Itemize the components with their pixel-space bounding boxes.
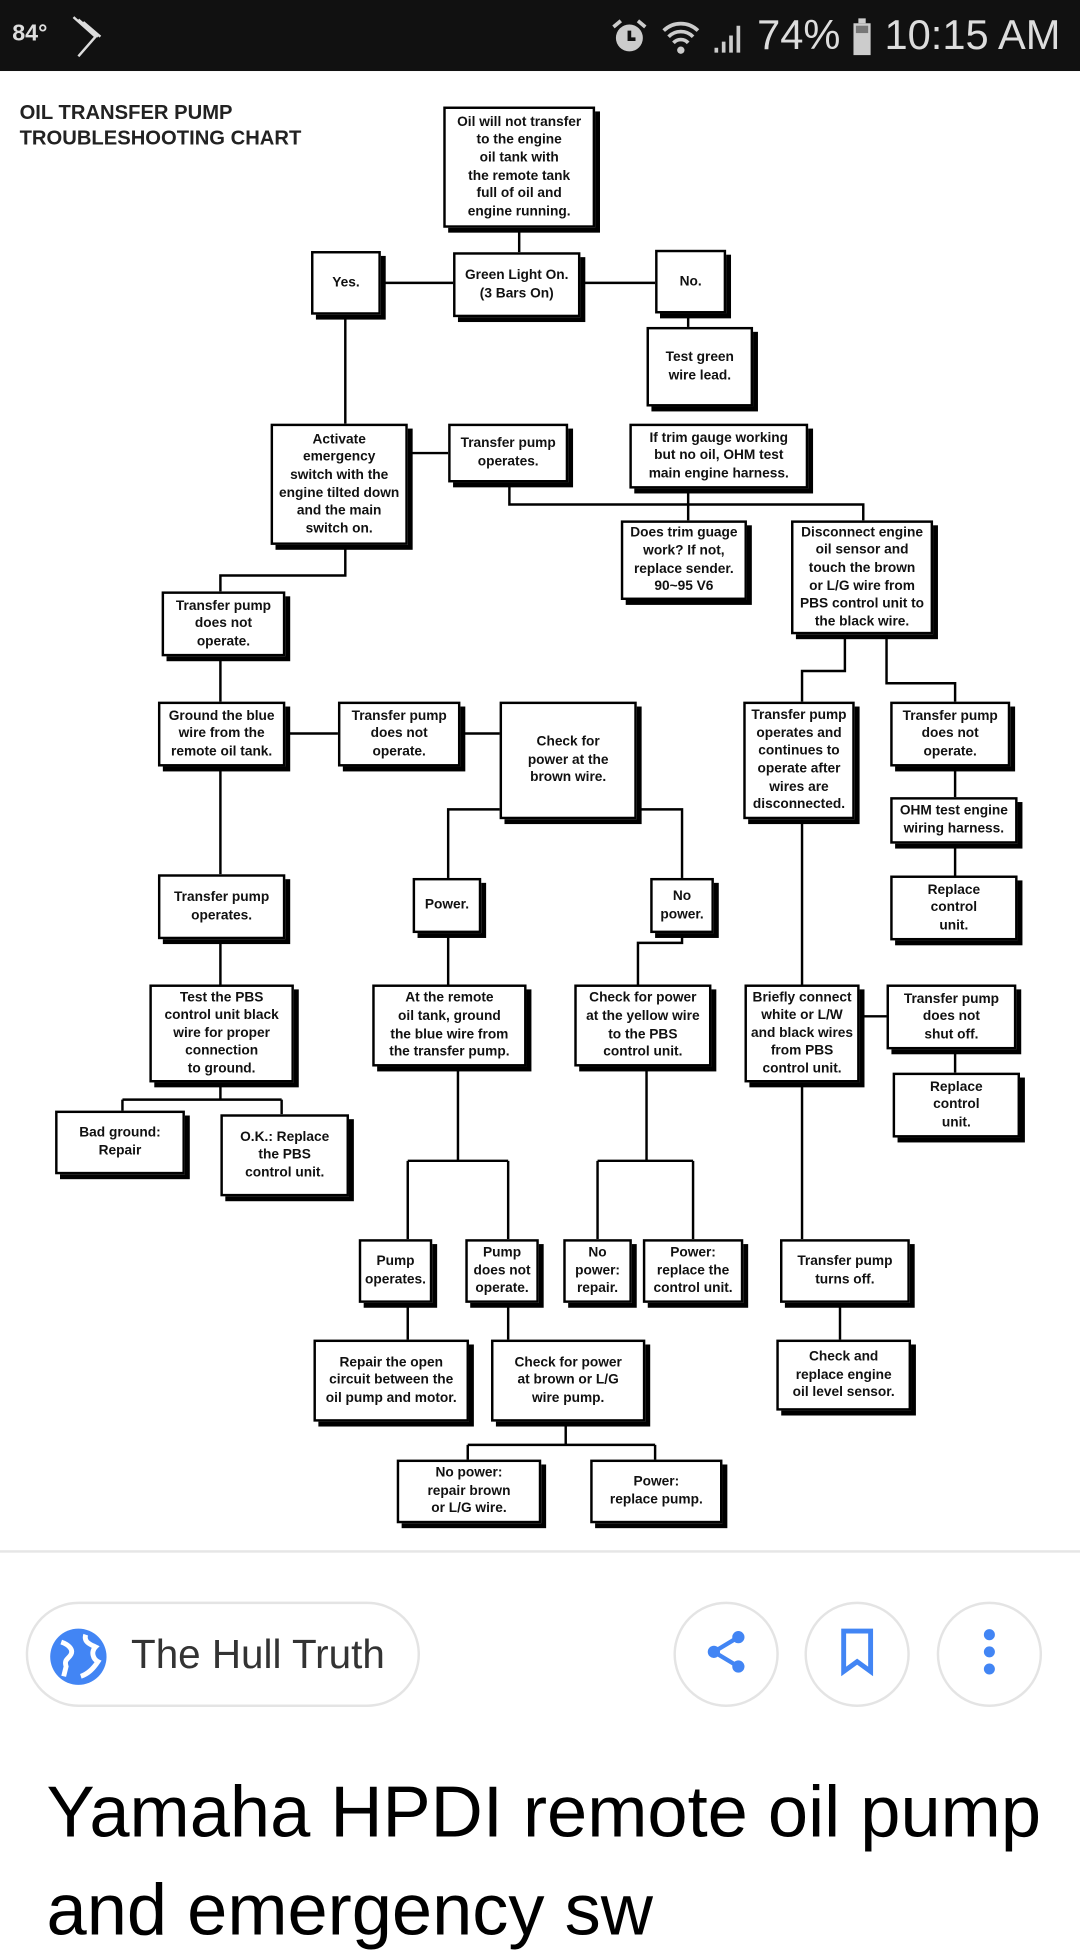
connector-lines — [121, 227, 957, 1460]
signal-icon — [713, 18, 745, 55]
flowchart-box: Repair the open circuit between the oil … — [313, 1339, 469, 1422]
flowchart-box: Green Light On. (3 Bars On) — [453, 252, 581, 318]
source-name: The Hull Truth — [131, 1631, 385, 1677]
flowchart-box: Replace control unit. — [892, 1072, 1021, 1138]
flowchart-box: Ground the blue wire from the remote oil… — [157, 701, 286, 767]
flowchart-box: Check for power at brown or L/G wire pum… — [491, 1339, 646, 1422]
more-vert-icon — [982, 1627, 997, 1682]
flowchart-box: At the remote oil tank, ground the blue … — [372, 984, 527, 1067]
flowchart-box: Activate emergency switch with the engin… — [270, 423, 408, 545]
flowchart-box: Transfer pump turns off. — [780, 1239, 910, 1303]
globe-icon — [49, 1627, 108, 1692]
flowchart-box: Transfer pump does not operate. — [890, 701, 1011, 767]
more-options-button[interactable] — [936, 1601, 1043, 1707]
flowchart-box: No. — [655, 249, 727, 314]
flowchart-box: Pump does not operate. — [465, 1239, 539, 1303]
flowchart-box: Yes. — [311, 251, 381, 315]
flowchart-box: Replace control unit. — [890, 875, 1018, 941]
flowchart-box: Test green wire lead. — [646, 326, 754, 407]
flowchart-box: Check for power at the brown wire. — [499, 701, 637, 820]
flowchart-box: O.K.: Replace the PBS control unit. — [220, 1114, 349, 1197]
flowchart-box: No power: repair brown or L/G wire. — [396, 1459, 542, 1524]
flowchart-box: Transfer pump operates and continues to … — [743, 701, 855, 820]
bookmark-icon — [839, 1627, 876, 1682]
flowchart-box: Transfer pump operates. — [448, 423, 569, 483]
flowchart-box: Power. — [412, 877, 482, 934]
status-bar: 84° 74% 10:15 AM — [0, 0, 1080, 72]
share-button[interactable] — [673, 1601, 779, 1707]
clock: 10:15 AM — [884, 12, 1061, 59]
flowchart-box: Pump operates. — [358, 1239, 433, 1303]
flowchart-box: Briefly connect white or L/W and black w… — [744, 984, 860, 1083]
flowchart-box: OHM test engine wiring harness. — [890, 797, 1018, 844]
wifi-icon — [662, 18, 701, 55]
flowchart-box: If trim gauge working but no oil, OHM te… — [629, 423, 809, 489]
flowchart-box: Power: replace pump. — [590, 1459, 723, 1524]
flowchart-box: Check and replace engine oil level senso… — [776, 1339, 912, 1411]
battery-percent: 74% — [757, 12, 841, 59]
save-button[interactable] — [804, 1601, 910, 1707]
flowchart-box: Transfer pump does not shut off. — [886, 984, 1017, 1050]
share-icon — [702, 1627, 751, 1682]
divider — [0, 1550, 1080, 1553]
temperature: 84° — [12, 20, 48, 47]
flowchart-box: Does trim guage work? If not, replace se… — [620, 520, 747, 601]
flowchart-box: No power. — [650, 877, 714, 934]
flowchart-box: Oil will not transfer to the engine oil … — [443, 106, 596, 228]
battery-icon — [853, 17, 873, 56]
chart-title: OIL TRANSFER PUMP TROUBLESHOOTING CHART — [19, 101, 302, 150]
result-title[interactable]: Yamaha HPDI remote oil pump and emergenc… — [46, 1771, 1042, 1951]
flowchart-box: Power: replace the control unit. — [642, 1239, 744, 1303]
flowchart-box: Bad ground: Repair — [55, 1110, 185, 1175]
alarm-icon — [610, 17, 649, 56]
flowchart-box: Check for power at the yellow wire to th… — [574, 984, 712, 1067]
flowchart-box: No power: repair. — [563, 1239, 632, 1303]
source-chip[interactable]: The Hull Truth — [25, 1601, 421, 1707]
flowchart-box: Disconnect engine oil sensor and touch t… — [791, 520, 934, 635]
flowchart-box: Test the PBS control unit black wire for… — [149, 984, 294, 1083]
flowchart-box: Transfer pump does not operate. — [161, 591, 286, 657]
carrier-logo-icon — [69, 15, 106, 65]
flowchart-box: Transfer pump operates. — [157, 874, 286, 940]
flowchart-box: Transfer pump does not operate. — [337, 701, 461, 767]
